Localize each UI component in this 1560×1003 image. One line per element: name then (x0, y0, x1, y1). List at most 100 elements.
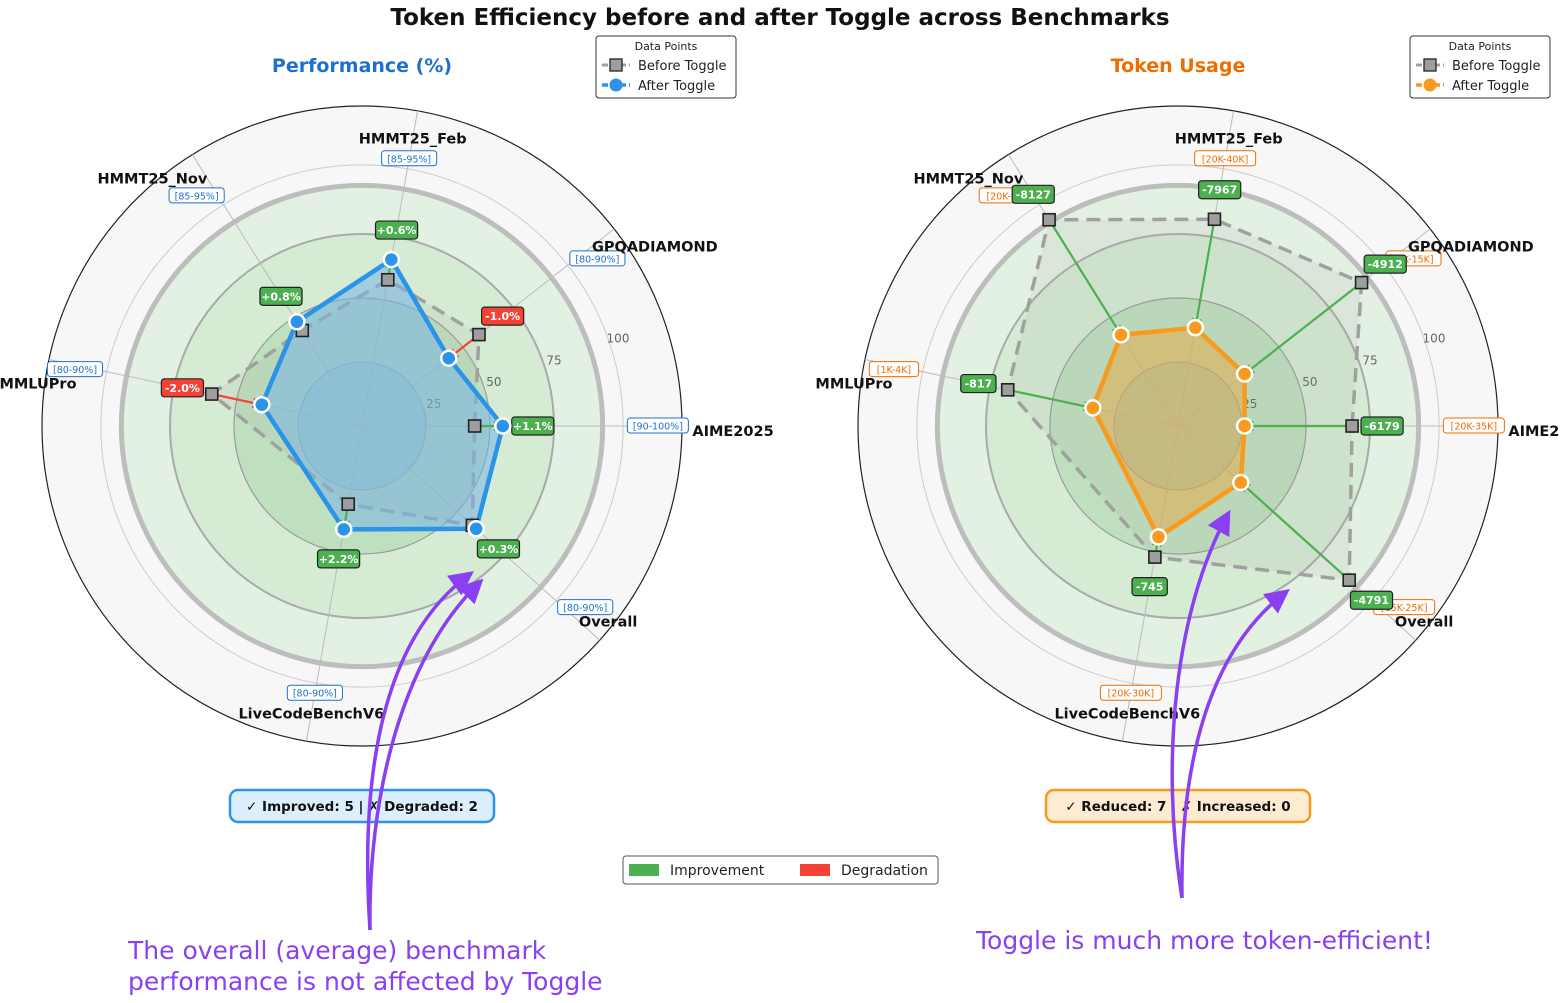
delta-badge-label: +0.6% (377, 224, 417, 237)
category-label: HMMT25_Nov (913, 172, 1023, 188)
range-badge-label: [20K-35K] (1451, 422, 1497, 433)
delta-badge-box (511, 416, 555, 436)
after-toggle-point (335, 520, 353, 539)
category-label: AIME2025 (1508, 424, 1560, 440)
after-toggle-point (1084, 399, 1102, 417)
delta-badge: -7967 (1198, 180, 1242, 200)
delta-badge: +0.8% (259, 286, 303, 306)
annotation-arrow-left-1 (365, 571, 474, 931)
change-arrow-line (1243, 281, 1363, 375)
radial-tick-label: 100 (607, 331, 630, 345)
annotation-arrow-right-1 (1170, 509, 1231, 899)
after-toggle-polygon (1090, 325, 1247, 541)
after-toggle-point (439, 349, 458, 367)
delta-badge-label: +0.3% (479, 543, 519, 556)
legend-after-marker (609, 78, 623, 92)
range-badge: [80-90%] (286, 684, 343, 701)
after-toggle-point (467, 520, 485, 538)
legend-after-label: After Toggle (638, 79, 715, 94)
summary-text: ✓ Reduced: 7 | ✗ Increased: 0 (1065, 799, 1290, 815)
range-badge-label: [5K-15K] (1393, 254, 1433, 265)
range-badge: [80-90%] (557, 599, 614, 616)
radial-tick-label: 50 (1302, 375, 1317, 389)
range-badge-box (1194, 150, 1257, 167)
range-badge: [20K-40K] (1194, 150, 1257, 167)
delta-badge-label: -4912 (1368, 258, 1403, 271)
delta-badge: -745 (1131, 577, 1168, 597)
delta-badge-label: -6179 (1364, 420, 1399, 433)
delta-badge: +0.3% (476, 539, 521, 559)
before-toggle-point (1042, 212, 1056, 227)
delta-badge-label: -1.0% (485, 310, 520, 323)
subplot-title: Performance (%) (272, 55, 452, 77)
radial-tick-label: 100 (1423, 331, 1446, 345)
category-label: GPQADIAMOND (1408, 239, 1534, 255)
annotation-token-efficiency: Toggle is much more token-efficient! (976, 926, 1433, 955)
legend-before-label: Before Toggle (638, 59, 726, 74)
summary-box-frame (1044, 788, 1312, 824)
before-toggle-point (380, 272, 395, 287)
summary-box: ✓ Reduced: 7 | ✗ Increased: 0 (1044, 788, 1312, 824)
range-badge: [85-95%] (168, 187, 225, 204)
before-toggle-point (467, 419, 482, 433)
category-label: HMMT25_Nov (97, 172, 207, 188)
range-badge-box (381, 150, 438, 167)
annotation-arrow-left-2 (368, 578, 484, 931)
delta-badge-box (1349, 590, 1394, 610)
delta-badge: -2.0% (160, 378, 205, 398)
range-badge: [20K-30K] (1099, 684, 1162, 701)
bottom-legend: Improvement Degradation (622, 855, 939, 885)
delta-badge: -6179 (1360, 416, 1404, 436)
before-toggle-point (341, 497, 356, 511)
degradation-swatch (800, 864, 830, 876)
delta-badge-box (259, 286, 303, 306)
range-badge: [80-90%] (569, 250, 626, 267)
degradation-legend-label: Degradation (841, 863, 928, 879)
improvement-swatch (629, 864, 659, 876)
range-badge-box (1099, 684, 1162, 701)
after-toggle-point (1149, 528, 1168, 546)
category-label: LiveCodeBenchV6 (1054, 706, 1200, 722)
delta-badge-label: +0.8% (261, 290, 301, 303)
delta-badge-box (374, 220, 419, 240)
range-badge-box (286, 684, 343, 701)
change-arrow-line (1240, 481, 1350, 581)
delta-badge-label: -4791 (1354, 594, 1389, 607)
delta-badge: -1.0% (480, 306, 525, 326)
delta-badge-label: -745 (1136, 581, 1164, 594)
after-toggle-point (494, 417, 512, 435)
before-toggle-point (1148, 550, 1162, 564)
legend-title: Data Points (1449, 40, 1512, 53)
range-badge-label: [80-90%] (563, 603, 607, 614)
after-toggle-point (382, 250, 401, 269)
delta-badge-box (1363, 254, 1407, 274)
range-badge-box (569, 250, 626, 267)
after-toggle-point (1232, 473, 1250, 492)
performance-radar-chart: 255075100[90-100%]AIME2025[80-90%]GPQADI… (0, 35, 774, 824)
category-label: AIME2025 (692, 424, 773, 440)
delta-badge-label: -8127 (1016, 188, 1051, 201)
delta-badge-box (960, 373, 997, 394)
change-arrow-line (1007, 388, 1094, 409)
annotation-arrows (365, 509, 1290, 931)
after-toggle-point (253, 395, 271, 414)
range-badge-label: [20K-30K] (1108, 689, 1154, 700)
range-badge-label: [80-90%] (293, 689, 337, 700)
legend-before-marker (609, 58, 623, 72)
improvement-legend-label: Improvement (670, 863, 765, 879)
after-toggle-polygon (259, 256, 506, 532)
range-badge-label: [90-100%] (633, 422, 683, 433)
category-label: Overall (579, 614, 638, 630)
before-toggle-point (1354, 275, 1369, 290)
delta-badge-label: -817 (965, 378, 993, 391)
delta-badge: +1.1% (511, 416, 555, 436)
figure-title: Token Efficiency before and after Toggle… (390, 5, 1169, 31)
legend-before-label: Before Toggle (1452, 59, 1540, 74)
range-badge-box (626, 417, 689, 434)
category-label: GPQADIAMOND (592, 239, 718, 255)
before-toggle-point (204, 387, 219, 401)
legend-after-label: After Toggle (1452, 79, 1529, 94)
radial-tick-label: 50 (486, 375, 501, 389)
